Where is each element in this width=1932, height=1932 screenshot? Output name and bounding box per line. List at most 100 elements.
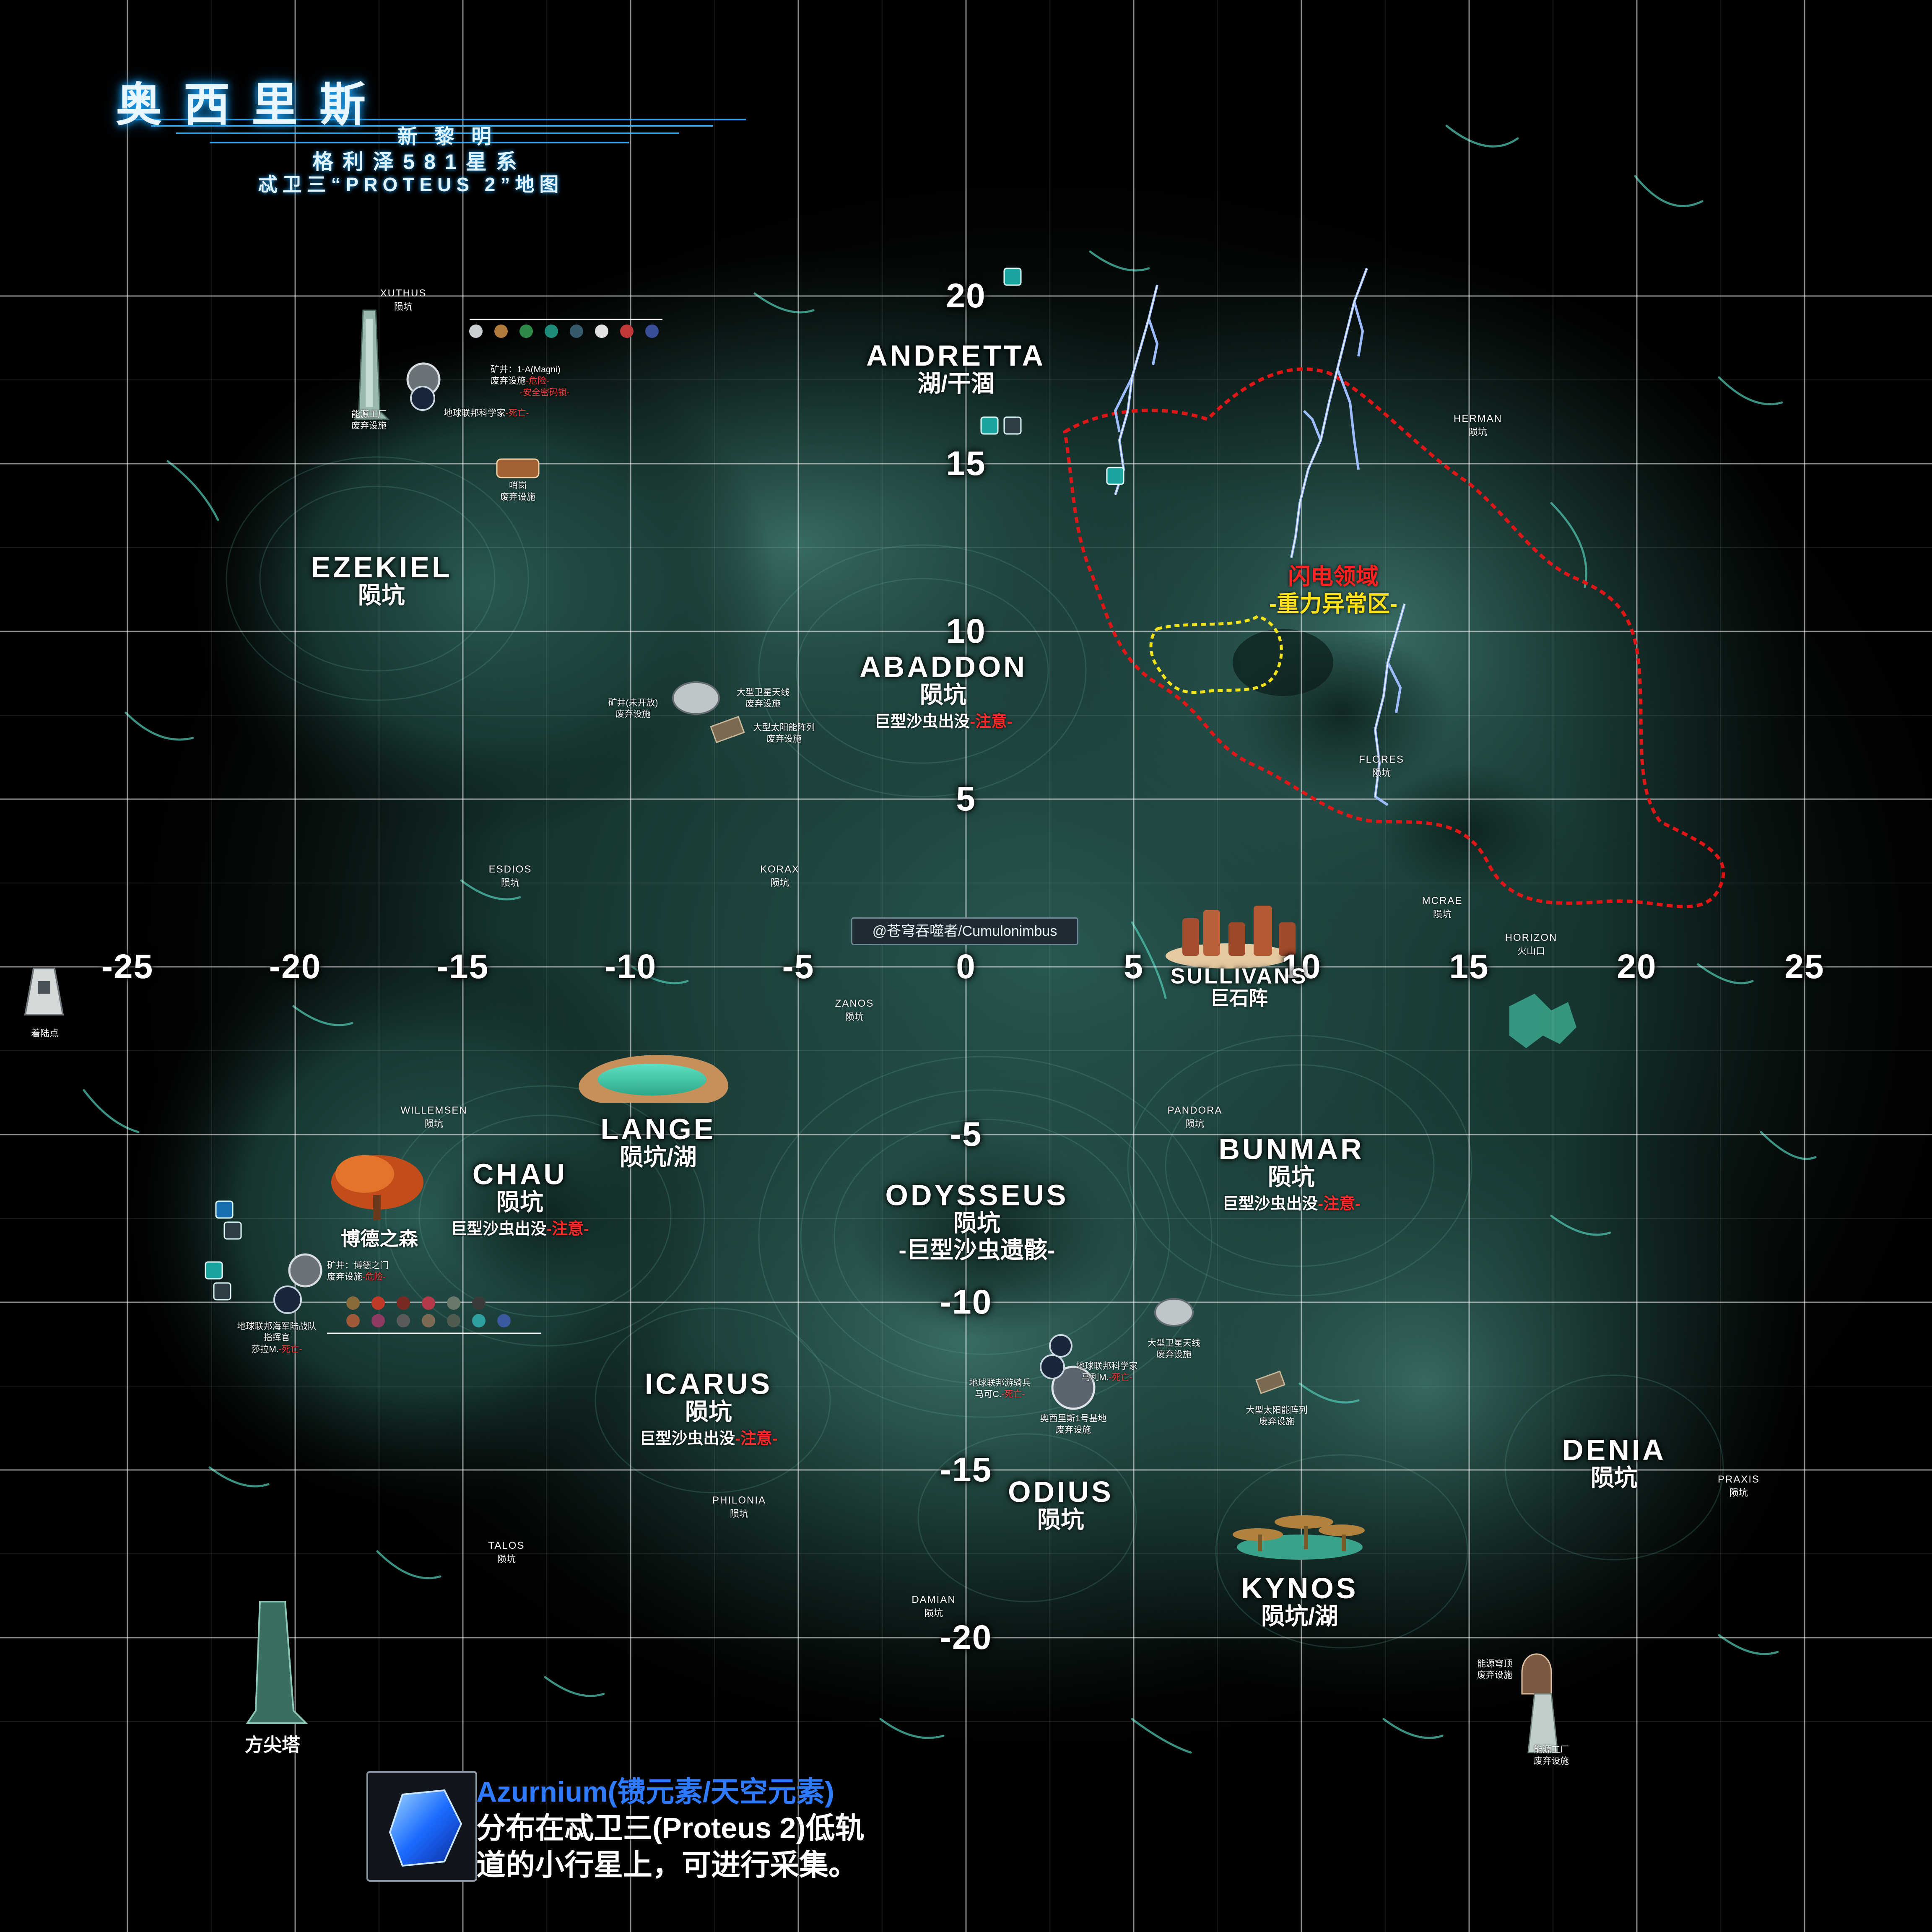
facility-name: 地球联邦游骑兵 xyxy=(969,1378,1031,1388)
facility-scientist-s[interactable]: 地球联邦科学家 马利M.-死亡- xyxy=(1076,1361,1138,1384)
region-note: 巨型沙虫出没 xyxy=(874,713,970,731)
title-ornament xyxy=(126,119,746,143)
facility-energy-factory-se[interactable]: 能源工厂 废弃设施 xyxy=(1534,1744,1569,1767)
resource-desc-2: 道的小行星上，可进行采集。 xyxy=(476,1848,858,1881)
region-type: 湖/干涸 xyxy=(917,370,995,397)
energy-factory-icon xyxy=(1527,1693,1558,1753)
facility-name: 地球联邦科学家 xyxy=(1076,1361,1138,1371)
marker-icon xyxy=(213,1282,231,1301)
facility-name: 矿井(未开放) xyxy=(608,698,658,708)
region-name: CHAU xyxy=(472,1158,568,1191)
y-tick-label: -15 xyxy=(940,1451,992,1489)
region-type: 陨坑 xyxy=(1267,1163,1315,1190)
facility-scientist-nw[interactable]: 地球联邦科学家-死亡- xyxy=(444,408,529,419)
crater-horizon[interactable]: HORIZON 火山口 xyxy=(1505,932,1558,957)
crater-willemsen[interactable]: WILLEMSEN 陨坑 xyxy=(400,1105,467,1130)
facility-role: 指挥官 xyxy=(263,1333,290,1343)
y-tick-label: 5 xyxy=(956,780,976,818)
region-sullivans[interactable]: SULLIVANS 巨石阵 xyxy=(1171,966,1308,1010)
facility-sat-antenna-s[interactable]: 大型卫星天线 废弃设施 xyxy=(1148,1337,1200,1361)
crater-name: FLORES xyxy=(1358,754,1405,765)
crater-esdios[interactable]: ESDIOS 陨坑 xyxy=(489,864,532,889)
facility-mine-unopened[interactable]: 矿井(未开放) 废弃设施 xyxy=(608,697,658,720)
region-type: 陨坑/湖 xyxy=(620,1143,697,1170)
region-odius[interactable]: ODIUS 陨坑 xyxy=(1008,1477,1114,1533)
marker-icon xyxy=(1106,467,1124,485)
gravity-zone-boundary xyxy=(1149,615,1283,694)
region-type: 陨坑/湖 xyxy=(1261,1602,1338,1629)
region-andretta[interactable]: ANDRETTA 湖/干涸 xyxy=(866,341,1046,397)
crater-type: 陨坑 xyxy=(497,1554,516,1564)
region-ezekiel[interactable]: EZEKIEL 陨坑 xyxy=(311,553,452,609)
bode-forest-label: 博德之森 xyxy=(341,1228,418,1250)
crater-xuthus[interactable]: XUTHUS 陨坑 xyxy=(380,288,427,313)
energy-factory-icon xyxy=(353,309,390,420)
crater-praxis[interactable]: PRAXIS 陨坑 xyxy=(1718,1474,1760,1499)
crater-korax[interactable]: KORAX 陨坑 xyxy=(760,864,800,889)
crater-pandora[interactable]: PANDORA 陨坑 xyxy=(1168,1105,1223,1130)
dead-label: -死亡- xyxy=(505,408,529,418)
crater-type: 陨坑 xyxy=(1433,909,1452,919)
region-name: EZEKIEL xyxy=(311,551,452,584)
crater-herman[interactable]: HERMAN 陨坑 xyxy=(1454,413,1502,438)
region-abaddon[interactable]: ABADDON 陨坑 巨型沙虫出没-注意- xyxy=(860,652,1027,731)
dead-label: -死亡- xyxy=(278,1344,302,1354)
crater-type: 陨坑 xyxy=(1185,1119,1204,1129)
crater-type: 陨坑 xyxy=(1372,768,1391,778)
facility-energy-factory-nw[interactable]: 能源工厂 废弃设施 xyxy=(351,409,387,432)
facility-name: 哨岗 xyxy=(509,481,527,491)
x-tick-label: 0 xyxy=(956,948,976,986)
crater-damian[interactable]: DAMIAN 陨坑 xyxy=(911,1594,956,1619)
facility-outpost[interactable]: 哨岗 废弃设施 xyxy=(500,480,535,503)
terrain xyxy=(126,168,1932,1761)
region-type: 陨坑 xyxy=(358,582,405,608)
crater-name: XUTHUS xyxy=(380,288,427,299)
crater-type: 陨坑 xyxy=(1729,1488,1748,1498)
region-name: KYNOS xyxy=(1241,1571,1358,1605)
crater-flores[interactable]: FLORES 陨坑 xyxy=(1359,754,1404,779)
region-type: 巨石阵 xyxy=(1210,987,1268,1009)
solar-array-icon xyxy=(710,716,745,743)
outpost-icon xyxy=(496,458,540,478)
facility-base-1[interactable]: 奥西里斯1号基地 废弃设施 xyxy=(1040,1413,1107,1436)
solar-array-icon xyxy=(1255,1370,1285,1394)
region-chau[interactable]: CHAU 陨坑 巨型沙虫出没-注意- xyxy=(451,1159,589,1239)
facility-solar-array-s[interactable]: 大型太阳能阵列 废弃设施 xyxy=(1246,1405,1308,1428)
region-note: 巨型沙虫出没 xyxy=(639,1430,735,1448)
facility-mine-magni[interactable]: 矿井：1-A(Magni) 废弃设施-危险- -安全密码锁- xyxy=(491,364,570,398)
region-lange[interactable]: LANGE 陨坑/湖 xyxy=(601,1114,716,1171)
crater-type: 陨坑 xyxy=(1468,427,1488,437)
facility-energy-dome[interactable]: 能源穹顶 废弃设施 xyxy=(1477,1658,1512,1681)
region-name: SULLIVANS xyxy=(1170,964,1308,989)
crater-name: DAMIAN xyxy=(911,1594,956,1605)
facility-solar-array-n[interactable]: 大型太阳能阵列 废弃设施 xyxy=(753,722,815,745)
region-odysseus[interactable]: ODYSSEUS 陨坑 -巨型沙虫遗骸- xyxy=(886,1181,1069,1264)
facility-mine-bode[interactable]: 矿井：博德之门 废弃设施-危险- xyxy=(327,1260,389,1283)
facility-marine-commander[interactable]: 地球联邦海军陆战队 指挥官 莎拉M.-死亡- xyxy=(237,1321,317,1355)
warning-label: -注意- xyxy=(735,1430,778,1448)
obelisk-label: 方尖塔 xyxy=(245,1735,300,1755)
region-name: LANGE xyxy=(600,1112,716,1145)
facility-sat-antenna-n[interactable]: 大型卫星天线 废弃设施 xyxy=(737,687,789,710)
region-denia[interactable]: DENIA 陨坑 xyxy=(1562,1435,1666,1491)
y-tick-label: 20 xyxy=(946,277,986,315)
crater-type: 陨坑 xyxy=(845,1012,864,1022)
facility-status: 废弃设施 xyxy=(615,709,651,719)
crater-mcrae[interactable]: MCRAE 陨坑 xyxy=(1422,895,1463,920)
item-strip-icon xyxy=(469,319,662,338)
region-type: 陨坑 xyxy=(496,1189,543,1215)
facility-status: 废弃设施 xyxy=(500,492,535,502)
region-icarus[interactable]: ICARUS 陨坑 巨型沙虫出没-注意- xyxy=(639,1369,777,1448)
satellite-antenna-icon xyxy=(672,681,720,715)
facility-ranger[interactable]: 地球联邦游骑兵 马可C.-死亡- xyxy=(969,1377,1031,1400)
facility-status: 废弃设施 xyxy=(1477,1670,1512,1680)
crater-talos[interactable]: TALOS 陨坑 xyxy=(488,1540,525,1565)
region-kynos[interactable]: KYNOS 陨坑/湖 xyxy=(1241,1574,1358,1630)
crater-philonia[interactable]: PHILONIA 陨坑 xyxy=(712,1495,766,1520)
region-bunmar[interactable]: BUNMAR 陨坑 巨型沙虫出没-注意- xyxy=(1218,1134,1364,1213)
crater-name: ZANOS xyxy=(835,998,874,1009)
energy-dome-icon xyxy=(1521,1653,1552,1695)
crater-zanos[interactable]: ZANOS 陨坑 xyxy=(835,998,874,1023)
marker-icon xyxy=(1003,416,1022,435)
